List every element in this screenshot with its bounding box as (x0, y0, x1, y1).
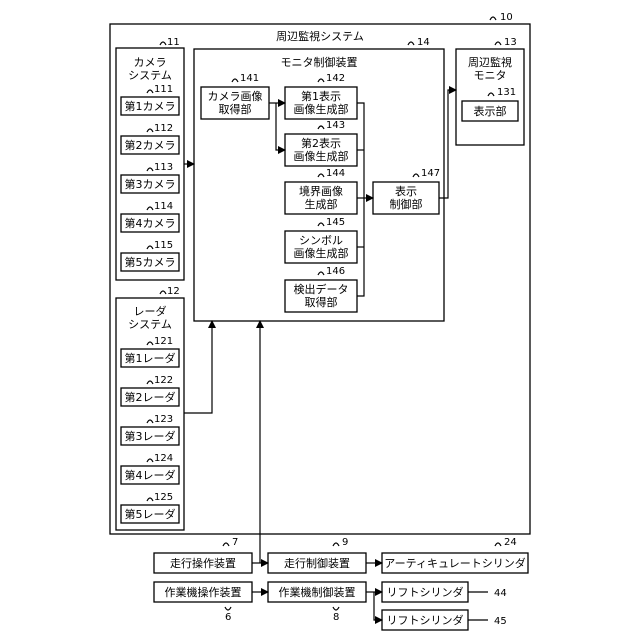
svg-text:生成部: 生成部 (305, 197, 338, 211)
monitor-title-line1: 周辺監視 (468, 55, 512, 69)
camera-system-title-line2: システム (128, 69, 172, 82)
svg-text:147: 147 (421, 168, 440, 179)
camera-ref: 113 (154, 162, 173, 173)
radar-system-title-line2: システム (128, 318, 172, 331)
radar-label: 第5レーダ (125, 507, 176, 521)
monitor-controller-ref: 14 (417, 37, 430, 48)
svg-text:7: 7 (232, 537, 238, 548)
svg-text:44: 44 (494, 588, 507, 599)
svg-text:131: 131 (497, 87, 516, 98)
svg-text:検出データ: 検出データ (294, 282, 349, 296)
camera-label: 第3カメラ (125, 177, 176, 191)
lift-cylinder-2: リフトシリンダ 45 (382, 610, 507, 630)
svg-text:画像生成部: 画像生成部 (294, 102, 349, 116)
camera-label: 第5カメラ (125, 255, 176, 269)
svg-text:45: 45 (494, 616, 507, 627)
camera-system-ref: 11 (167, 37, 180, 48)
radar-ref: 125 (154, 492, 173, 503)
svg-text:142: 142 (326, 73, 345, 84)
svg-text:走行制御装置: 走行制御装置 (284, 556, 350, 570)
svg-text:走行操作装置: 走行操作装置 (170, 556, 236, 570)
travel-operation-device: 走行操作装置 7 (154, 537, 252, 573)
radar-system-title-line1: レーダ (134, 304, 167, 318)
work-machine-operation-device: 作業機操作装置 6 (154, 582, 252, 623)
camera-ref: 114 (154, 201, 173, 212)
svg-text:表示部: 表示部 (474, 104, 507, 118)
svg-text:9: 9 (342, 537, 348, 548)
radar-label: 第3レーダ (125, 429, 176, 443)
radar-ref: 121 (154, 336, 173, 347)
monitor-controller-title: モニタ制御装置 (281, 55, 358, 69)
camera-ref: 115 (154, 240, 173, 251)
svg-text:カメラ画像: カメラ画像 (208, 90, 263, 103)
radar-label: 第1レーダ (125, 351, 176, 365)
system-ref: 10 (500, 12, 513, 23)
monitor-title-line2: モニタ (474, 69, 507, 82)
travel-control-device: 走行制御装置 9 (268, 537, 366, 573)
arrow-work-ctrl-to-lift2 (374, 592, 382, 620)
camera-system-box (116, 48, 184, 280)
svg-text:8: 8 (333, 612, 339, 623)
svg-text:シンボル: シンボル (299, 234, 343, 247)
svg-text:6: 6 (225, 612, 231, 623)
camera-label: 第2カメラ (125, 138, 176, 152)
svg-text:リフトシリンダ: リフトシリンダ (387, 585, 464, 599)
svg-text:画像生成部: 画像生成部 (294, 246, 349, 260)
monitor-ref: 13 (504, 37, 517, 48)
articulate-cylinder: アーティキュレートシリンダ 24 (382, 537, 528, 573)
radar-system-box (116, 298, 184, 530)
svg-text:143: 143 (326, 120, 345, 131)
svg-text:画像生成部: 画像生成部 (294, 149, 349, 163)
svg-text:第1表示: 第1表示 (301, 89, 341, 103)
svg-text:表示: 表示 (395, 184, 417, 198)
svg-text:145: 145 (326, 217, 345, 228)
ref-leader (490, 17, 496, 20)
camera-system-title-line1: カメラ (134, 56, 167, 69)
svg-text:24: 24 (504, 537, 517, 548)
svg-text:アーティキュレートシリンダ: アーティキュレートシリンダ (384, 556, 525, 570)
svg-text:リフトシリンダ: リフトシリンダ (387, 613, 464, 627)
svg-text:作業機制御装置: 作業機制御装置 (279, 585, 356, 599)
camera-ref: 111 (154, 84, 173, 95)
svg-text:第2表示: 第2表示 (301, 136, 341, 150)
camera-label: 第4カメラ (125, 216, 176, 230)
svg-text:制御部: 制御部 (390, 197, 423, 211)
work-machine-control-device: 作業機制御装置 8 (268, 582, 366, 623)
svg-text:141: 141 (240, 73, 259, 84)
svg-text:取得部: 取得部 (305, 295, 338, 309)
radar-system-ref: 12 (167, 286, 180, 297)
lift-cylinder-1: リフトシリンダ 44 (382, 582, 507, 602)
svg-text:取得部: 取得部 (219, 102, 252, 116)
system-title: 周辺監視システム (276, 29, 364, 43)
camera-ref: 112 (154, 123, 173, 134)
camera-label: 第1カメラ (125, 99, 176, 113)
svg-text:境界画像: 境界画像 (299, 184, 343, 198)
radar-ref: 123 (154, 414, 173, 425)
svg-text:144: 144 (326, 168, 345, 179)
svg-text:146: 146 (326, 266, 345, 277)
svg-text:作業機操作装置: 作業機操作装置 (165, 585, 242, 599)
radar-label: 第4レーダ (125, 468, 176, 482)
radar-label: 第2レーダ (125, 390, 176, 404)
radar-ref: 122 (154, 375, 173, 386)
radar-ref: 124 (154, 453, 173, 464)
